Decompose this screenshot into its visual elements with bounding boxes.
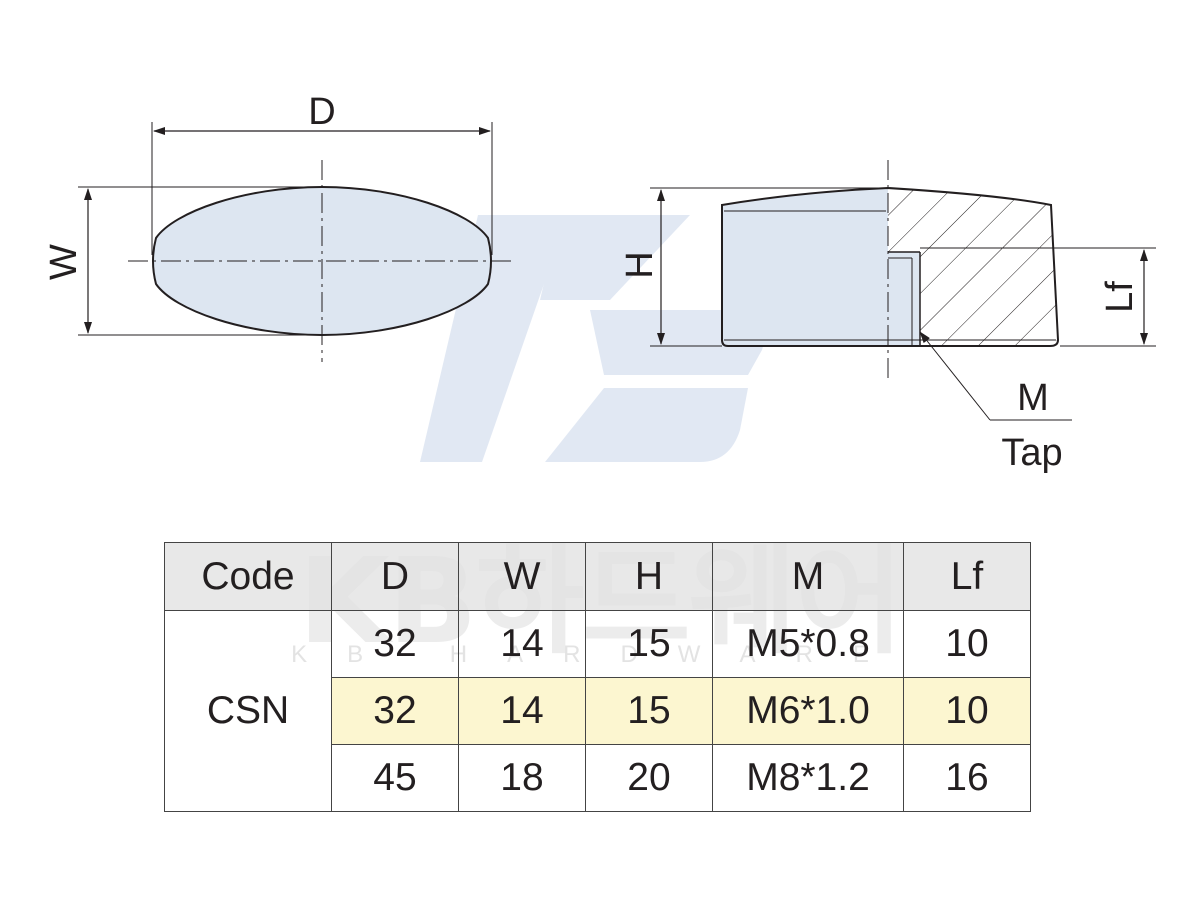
cell-h: 20 xyxy=(585,744,713,812)
section-view xyxy=(650,160,1156,421)
header-code: Code xyxy=(164,542,332,611)
cell-w: 14 xyxy=(458,610,586,678)
label-h: H xyxy=(619,251,661,278)
header-lf: Lf xyxy=(903,542,1031,611)
tap-hole xyxy=(888,252,920,346)
table-row: 45 18 20 M8*1.2 16 xyxy=(165,744,1031,812)
cell-code: CSN xyxy=(164,610,332,812)
cell-d: 45 xyxy=(331,744,459,812)
cell-m: M8*1.2 xyxy=(712,744,904,812)
cell-lf: 10 xyxy=(903,677,1031,745)
cell-h: 15 xyxy=(585,610,713,678)
table-row-highlighted: 32 14 15 M6*1.0 10 xyxy=(165,677,1031,745)
label-tap: Tap xyxy=(1001,432,1062,474)
cell-d: 32 xyxy=(331,677,459,745)
cell-m: M5*0.8 xyxy=(712,610,904,678)
label-m: M xyxy=(1017,377,1049,419)
table-row: CSN 32 14 15 M5*0.8 10 xyxy=(164,610,1031,812)
kb-logo-watermark xyxy=(420,215,766,462)
cell-w: 14 xyxy=(458,677,586,745)
header-m: M xyxy=(712,542,904,611)
label-lf: Lf xyxy=(1099,281,1141,313)
cell-w: 18 xyxy=(458,744,586,812)
header-d: D xyxy=(331,542,459,611)
body-left-half xyxy=(722,188,888,346)
label-d: D xyxy=(308,91,335,133)
top-view xyxy=(78,122,516,362)
cell-lf: 16 xyxy=(903,744,1031,812)
table-header-row: Code D W H M Lf xyxy=(164,542,1031,611)
spec-table: Code D W H M Lf CSN 32 14 15 M5*0.8 10 3… xyxy=(164,542,1031,812)
header-w: W xyxy=(458,542,586,611)
cell-lf: 10 xyxy=(903,610,1031,678)
cell-d: 32 xyxy=(331,610,459,678)
label-w: W xyxy=(43,244,85,280)
cell-h: 15 xyxy=(585,677,713,745)
cell-m: M6*1.0 xyxy=(712,677,904,745)
header-h: H xyxy=(585,542,713,611)
